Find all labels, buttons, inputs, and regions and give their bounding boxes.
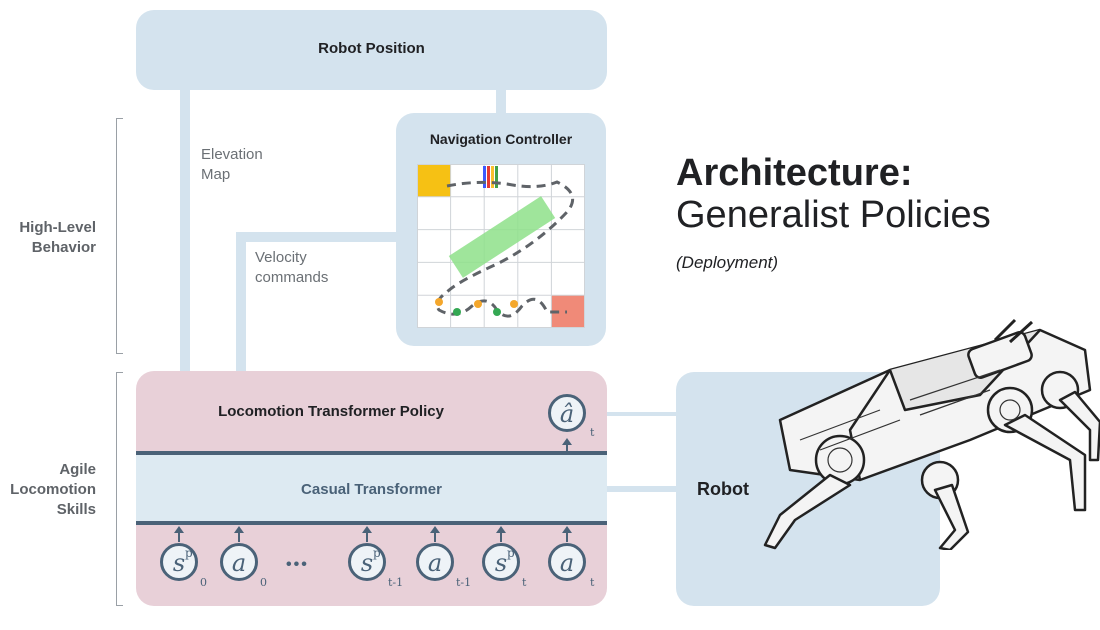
input-token-a0: a xyxy=(220,543,258,581)
input-arrow xyxy=(174,526,184,542)
title-line2: Generalist Policies xyxy=(676,194,991,236)
token-sup: p xyxy=(185,546,193,560)
title-subtitle: (Deployment) xyxy=(676,253,779,272)
high-level-bracket xyxy=(116,118,123,354)
transformer-bottom-line xyxy=(136,521,607,525)
start-cell xyxy=(417,164,451,197)
token-sub: 0 xyxy=(260,576,267,589)
input-token-sp-t: s p xyxy=(482,543,520,581)
robot-position-panel xyxy=(136,10,607,90)
orange-dot xyxy=(435,298,443,306)
input-token-sp-t-1: s p xyxy=(348,543,386,581)
planned-path xyxy=(435,180,575,318)
title-line1: Architecture: xyxy=(676,152,913,194)
green-corridor xyxy=(448,196,556,278)
input-token-sp0: s p xyxy=(160,543,198,581)
green-dot xyxy=(453,308,461,316)
token-sub: 0 xyxy=(200,576,207,589)
transformer-top-line xyxy=(136,451,607,455)
ellipsis: ••• xyxy=(286,556,309,573)
high-level-label: High-Level Behavior xyxy=(19,219,96,256)
token-sub: t xyxy=(522,576,527,589)
token-sub: t-1 xyxy=(456,576,472,589)
input-token-a-t: a xyxy=(548,543,586,581)
elevation-map-note: Elevation Map xyxy=(201,146,263,183)
token-sub: t-1 xyxy=(388,576,404,589)
agile-label: Agile Locomotion Skills xyxy=(10,461,96,518)
connector-robot-policy xyxy=(600,412,680,416)
token-symbol: a xyxy=(231,549,247,577)
orange-dot xyxy=(474,300,482,308)
casual-transformer-label: Casual Transformer xyxy=(301,481,442,498)
connector-velocity-h xyxy=(236,232,400,242)
navigation-controller-title: Navigation Controller xyxy=(429,131,573,147)
agile-bracket xyxy=(116,372,123,606)
output-action-sub: t xyxy=(590,426,595,439)
color-marker xyxy=(483,166,498,188)
connector-elevation xyxy=(180,85,190,375)
token-sup: p xyxy=(373,546,381,560)
input-arrow xyxy=(562,526,572,542)
green-dot xyxy=(493,308,501,316)
connector-nav-up xyxy=(496,85,506,115)
token-symbol: a xyxy=(559,549,575,577)
token-symbol: a xyxy=(427,549,443,577)
navigation-grid-map xyxy=(417,164,585,328)
output-action-token: â xyxy=(548,394,586,432)
input-arrow xyxy=(234,526,244,542)
output-arrow xyxy=(562,438,572,454)
connector-velocity-v xyxy=(236,232,246,375)
input-arrow xyxy=(496,526,506,542)
orange-dot xyxy=(510,300,518,308)
locomotion-policy-label: Locomotion Transformer Policy xyxy=(218,403,444,420)
token-symbol: s xyxy=(360,549,374,577)
quadruped-robot-illustration xyxy=(763,318,1100,550)
input-arrow xyxy=(430,526,440,542)
input-token-a-t-1: a xyxy=(416,543,454,581)
robot-label: Robot xyxy=(697,479,749,499)
output-action-symbol: â xyxy=(559,400,575,428)
token-symbol: s xyxy=(172,549,186,577)
robot-position-label: Robot Position xyxy=(318,40,425,57)
velocity-commands-note: Velocity commands xyxy=(255,249,329,286)
token-sub: t xyxy=(590,576,595,589)
input-arrow xyxy=(362,526,372,542)
connector-robot-transformer xyxy=(600,486,680,492)
casual-transformer-band xyxy=(136,455,607,521)
token-sup: p xyxy=(507,546,515,560)
token-symbol: s xyxy=(494,549,508,577)
